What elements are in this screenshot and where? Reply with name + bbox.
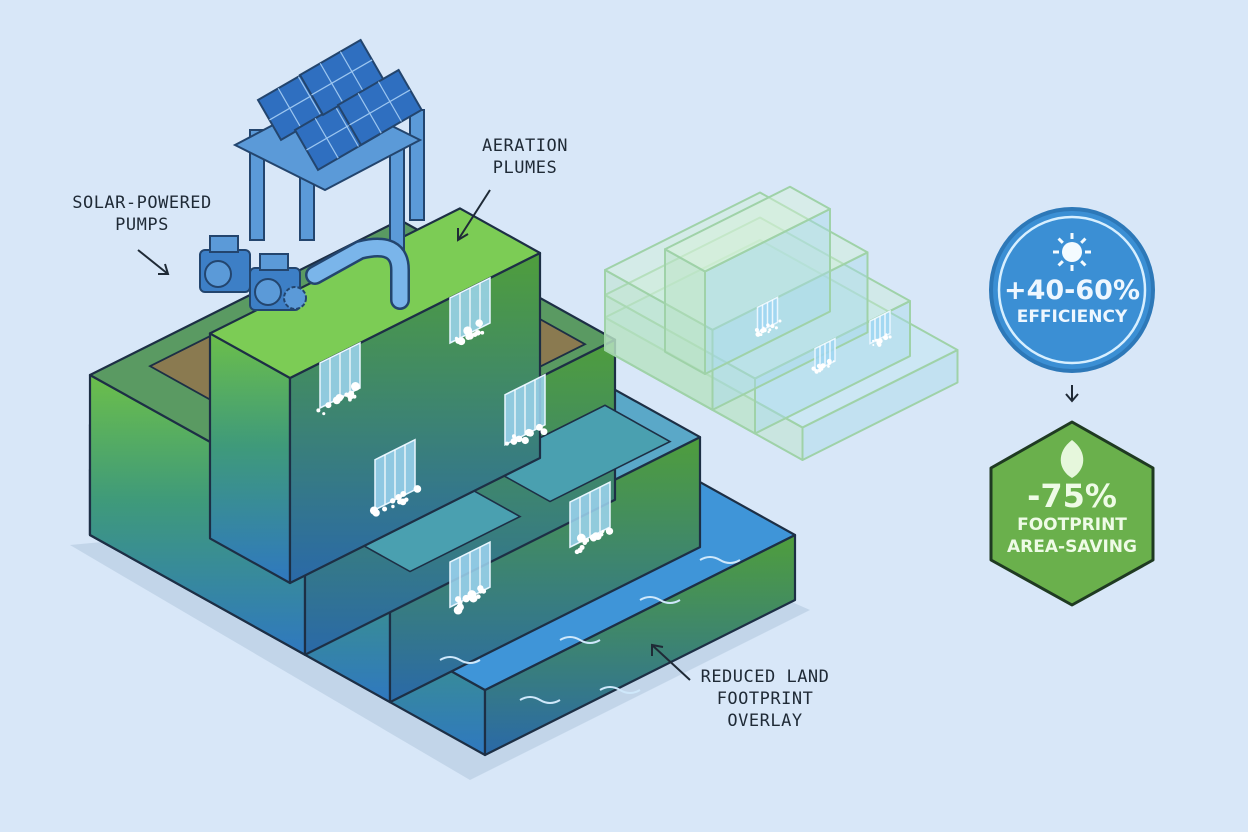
footprint-badge-text: -75% FOOTPRINT AREA-SAVING bbox=[992, 478, 1152, 558]
label-line: REDUCED LAND bbox=[680, 666, 850, 688]
aeration-bubble bbox=[391, 505, 394, 508]
aeration-bubble bbox=[872, 340, 874, 342]
footprint-value: -75% bbox=[992, 478, 1152, 514]
sun-core bbox=[1062, 242, 1082, 262]
aeration-bubble bbox=[885, 333, 887, 335]
sun-icon bbox=[1053, 233, 1091, 271]
label-reduced-land-footprint: REDUCED LAND FOOTPRINT OVERLAY bbox=[680, 666, 850, 732]
efficiency-value: +40-60% bbox=[992, 276, 1152, 306]
aeration-bubble bbox=[775, 326, 778, 329]
label-line: SOLAR-POWERED bbox=[52, 192, 232, 214]
aeration-bubble bbox=[316, 408, 320, 412]
aeration-bubble bbox=[467, 590, 476, 599]
aeration-bubble bbox=[819, 366, 824, 371]
leader-arrow bbox=[138, 250, 168, 274]
aeration-bubble bbox=[505, 442, 509, 446]
aeration-bubble bbox=[815, 370, 819, 374]
aeration-bubble bbox=[333, 396, 341, 404]
aeration-bubble bbox=[516, 436, 523, 443]
aeration-bubble bbox=[766, 323, 770, 327]
aeration-bubble bbox=[872, 344, 874, 346]
label-line: OVERLAY bbox=[680, 710, 850, 732]
aeration-bubble bbox=[590, 534, 597, 541]
pump-motor bbox=[210, 236, 238, 252]
aeration-bubble bbox=[382, 506, 387, 511]
aeration-bubble bbox=[322, 412, 325, 415]
aeration-bubble bbox=[455, 337, 458, 340]
aeration-bubble bbox=[827, 365, 830, 368]
aeration-bubble bbox=[875, 339, 878, 342]
aeration-bubble bbox=[512, 434, 516, 438]
aeration-bubble bbox=[340, 395, 344, 399]
aeration-bubble bbox=[480, 331, 484, 335]
aeration-bubble bbox=[767, 331, 769, 333]
aeration-bubble bbox=[889, 335, 892, 338]
aeration-bubble bbox=[370, 508, 376, 514]
aeration-bubble bbox=[522, 437, 529, 444]
aeration-bubble bbox=[833, 360, 835, 362]
aeration-bubble bbox=[351, 382, 360, 391]
pump-intake bbox=[255, 279, 281, 305]
efficiency-badge-text: +40-60% EFFICIENCY bbox=[992, 276, 1152, 328]
aeration-bubble bbox=[577, 534, 586, 543]
aeration-bubble bbox=[755, 332, 760, 337]
aeration-bubble bbox=[879, 338, 881, 340]
label-line: PUMPS bbox=[52, 214, 232, 236]
aeration-bubble bbox=[466, 332, 473, 339]
footprint-label-line: FOOTPRINT bbox=[992, 514, 1152, 536]
aeration-bubble bbox=[778, 320, 781, 323]
aeration-bubble bbox=[527, 433, 531, 437]
aeration-bubble bbox=[763, 328, 767, 332]
efficiency-label: EFFICIENCY bbox=[992, 306, 1152, 328]
label-line: PLUMES bbox=[455, 157, 595, 179]
footprint-label-line: AREA-SAVING bbox=[992, 536, 1152, 558]
label-line: FOOTPRINT bbox=[680, 688, 850, 710]
support-pillar bbox=[390, 140, 404, 250]
aeration-bubble bbox=[877, 341, 879, 343]
aeration-bubble bbox=[390, 498, 395, 503]
label-solar-powered-pumps: SOLAR-POWERED PUMPS bbox=[52, 192, 232, 236]
aeration-bubble bbox=[883, 335, 888, 340]
aeration-bubble bbox=[606, 528, 613, 535]
aeration-bubble bbox=[414, 485, 422, 493]
gear-icon bbox=[284, 287, 306, 309]
label-aeration-plumes: AERATION PLUMES bbox=[455, 135, 595, 179]
aeration-bubble bbox=[577, 548, 582, 553]
aeration-bubble bbox=[475, 319, 483, 327]
aeration-bubble bbox=[476, 594, 481, 599]
aeration-bubble bbox=[755, 328, 759, 332]
aeration-bubble bbox=[536, 424, 543, 431]
aeration-bubble bbox=[325, 402, 331, 408]
aeration-bubble bbox=[477, 585, 483, 591]
label-line: AERATION bbox=[455, 135, 595, 157]
aeration-bubble bbox=[827, 359, 832, 364]
support-pillar bbox=[410, 110, 424, 220]
aeration-bubble bbox=[770, 324, 774, 328]
aeration-bubble bbox=[768, 328, 771, 331]
pump-motor bbox=[260, 254, 288, 270]
aeration-bubble bbox=[458, 600, 463, 605]
pump-intake bbox=[205, 261, 231, 287]
aeration-bubble bbox=[400, 499, 407, 506]
aeration-bubble bbox=[348, 398, 352, 402]
aeration-bubble bbox=[601, 530, 604, 533]
